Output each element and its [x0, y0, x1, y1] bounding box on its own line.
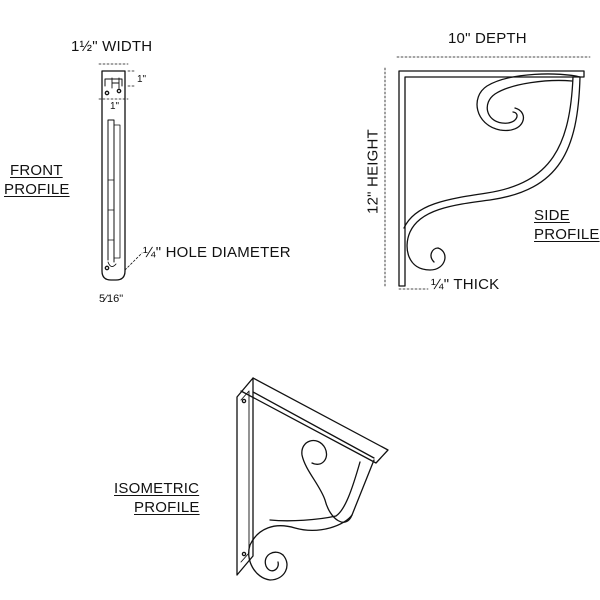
hole-leader-line: [124, 252, 143, 271]
front-side-dimension: 1": [110, 101, 120, 112]
side-profile-label-line2: PROFILE: [534, 226, 600, 243]
front-profile-drawing: [101, 70, 126, 281]
side-profile-label-line1: SIDE: [534, 207, 570, 224]
front-top-dimension: 1": [137, 74, 147, 85]
front-bottom-dimension: 5⁄16": [99, 293, 124, 305]
isometric-profile-label-line2: PROFILE: [134, 499, 200, 516]
isometric-profile-label-line1: ISOMETRIC: [114, 480, 200, 497]
side-depth-label: 10" DEPTH: [448, 30, 527, 47]
side-dimension-lines: [384, 56, 591, 290]
side-height-label: 12" HEIGHT: [364, 129, 382, 214]
front-dimension-lines: [98, 63, 137, 100]
front-width-label: 1½" WIDTH: [71, 38, 153, 55]
front-profile-label-line2: PROFILE: [4, 181, 70, 198]
isometric-profile-drawing: [236, 377, 389, 581]
hole-diameter-label: ¼" HOLE DIAMETER: [143, 244, 291, 261]
side-thick-label: ¼" THICK: [431, 276, 500, 293]
side-profile-drawing: [398, 70, 585, 287]
front-profile-label-line1: FRONT: [10, 162, 63, 179]
